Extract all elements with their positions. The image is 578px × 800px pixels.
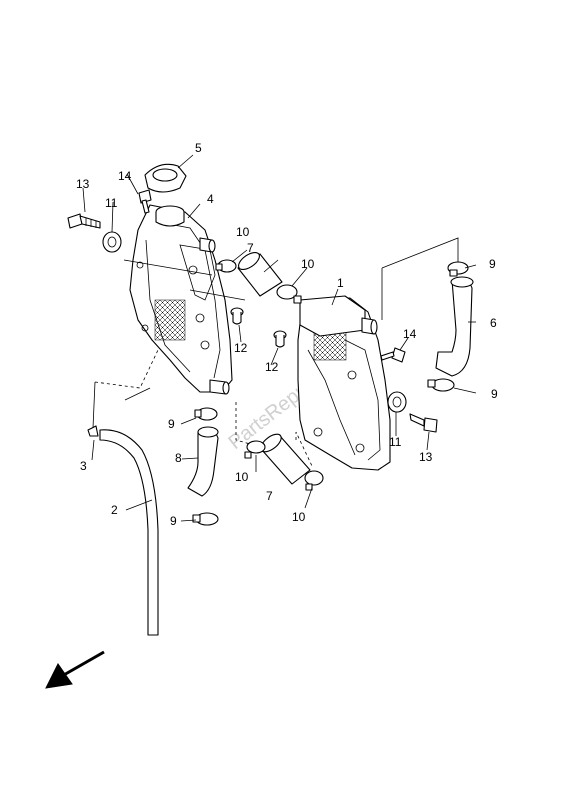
label-part-4: 4	[207, 192, 214, 206]
clamp-9-upper-left	[194, 407, 218, 421]
collar-right	[273, 330, 287, 348]
bolt-small-right	[380, 347, 406, 363]
hose-right-bent	[435, 276, 474, 377]
label-part-9-lower-left: 9	[170, 514, 177, 528]
label-part-10-b: 10	[301, 257, 315, 271]
clamp-10-d	[304, 470, 324, 491]
label-part-14-left: 14	[118, 169, 132, 183]
label-part-9-upper-left: 9	[168, 417, 175, 431]
label-part-7-upper: 7	[247, 241, 254, 255]
overflow-hose	[99, 429, 159, 636]
label-part-12-right: 12	[265, 360, 279, 374]
clamp-9-upper-right	[447, 261, 469, 277]
hose-upper-connector	[237, 251, 283, 297]
clamp-10-c	[244, 440, 266, 459]
label-part-11-left: 11	[105, 196, 118, 210]
bolt-left	[67, 213, 101, 229]
clamp-10-b	[276, 284, 302, 304]
clamp-10-a	[215, 259, 237, 273]
label-part-5: 5	[195, 141, 202, 155]
label-part-3: 3	[80, 459, 87, 473]
hose-lower-connector	[260, 433, 311, 485]
clamp-9-lower-left	[192, 512, 219, 526]
collar-left	[230, 307, 244, 325]
right-radiator	[297, 295, 391, 471]
radiator-cap	[144, 163, 187, 193]
label-part-10-d: 10	[292, 510, 306, 524]
label-part-12-left: 12	[234, 341, 248, 355]
label-part-13-left: 13	[76, 177, 90, 191]
grommet-right	[387, 391, 407, 413]
label-part-2: 2	[111, 503, 118, 517]
clamp-9-lower-right	[427, 378, 455, 392]
left-radiator	[129, 204, 233, 395]
label-part-9-lower-right: 9	[491, 387, 498, 401]
bolt-small-left	[138, 189, 152, 214]
label-part-11-right: 11	[389, 435, 402, 449]
bolt-right	[409, 413, 438, 433]
label-part-7-lower: 7	[266, 489, 273, 503]
grommet-left	[102, 231, 122, 253]
label-part-13-right: 13	[419, 450, 433, 464]
hose-left-bent	[187, 426, 219, 497]
label-part-14-right: 14	[403, 327, 417, 341]
label-part-6: 6	[490, 316, 497, 330]
front-direction-arrow-icon	[45, 650, 105, 689]
label-part-10-c: 10	[235, 470, 249, 484]
label-part-10-a: 10	[236, 225, 250, 239]
label-part-9-upper-right: 9	[489, 257, 496, 271]
label-part-8: 8	[175, 451, 182, 465]
label-part-1: 1	[337, 276, 344, 290]
